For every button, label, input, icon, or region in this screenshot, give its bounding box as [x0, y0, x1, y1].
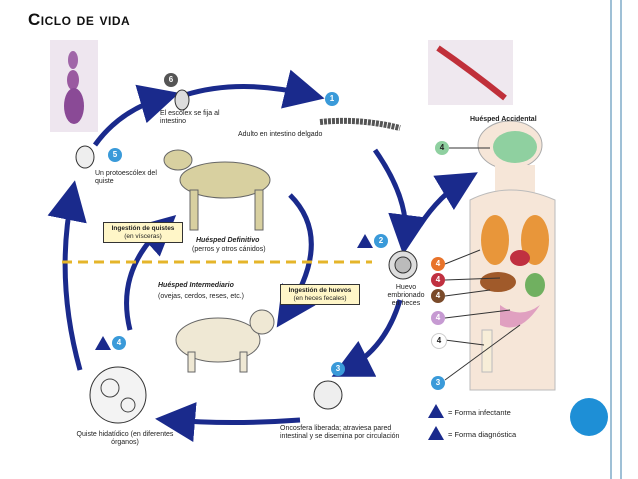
egg-ingestion-sub: (en heces fecales) [293, 294, 347, 302]
human-body-drawing [469, 120, 556, 391]
adult-worm-drawing [319, 117, 401, 131]
adult-label: Adulto en intestino delgado [238, 131, 323, 138]
egg-ingestion-box: Ingestión de huevos (en heces fecales) [280, 284, 360, 305]
egg-label: Huevo embrionado en heces [387, 284, 425, 307]
step-6-badge: 6 [164, 73, 178, 87]
step4-left-triangle-icon [95, 336, 111, 350]
organ-4-intestine: 4 [431, 311, 445, 325]
right-divider-line-2 [620, 0, 622, 479]
infective-triangle-icon [428, 404, 444, 418]
step-3-badge: 3 [331, 362, 345, 376]
scolex-label: El escólex se fija al intestino [160, 110, 220, 125]
hydatid-label: Quiste hidatídico (en diferentes órganos… [76, 431, 174, 446]
egg-ingestion-title: Ingestión de huevos [288, 287, 352, 294]
arrow-egg-to-3 [331, 299, 403, 377]
step-2-badge: 2 [374, 234, 388, 248]
intermediate-host-title: Huésped Intermediario [158, 282, 234, 289]
protoscolex-label: Un protoescólex del quiste [95, 170, 157, 185]
arrow-to-accidental [417, 172, 478, 227]
arrow-1-to-egg [372, 148, 428, 255]
accidental-worm-image [428, 40, 513, 105]
accidental-host-label: Huésped Accidental [470, 116, 537, 123]
intermediate-host-sub: (ovejas, cerdos, reses, etc.) [158, 293, 244, 300]
oncosphere-drawing [313, 380, 343, 410]
cyst-ingestion-box: Ingestión de quistes (en vísceras) [103, 222, 183, 243]
organ-4-heart: 4 [431, 273, 445, 287]
step-4-badge: 4 [112, 336, 126, 350]
diagnostic-triangle-icon [428, 426, 444, 440]
sheep-drawing [175, 309, 275, 373]
tapeworm-image [50, 40, 98, 132]
legend-diagnostic: = Forma diagnóstica [448, 430, 517, 439]
scolex-drawing [174, 89, 190, 111]
definitive-host-sub: (perros y otros cánidos) [192, 246, 266, 253]
oncosphere-label: Oncosfera liberada; atraviesa pared inte… [280, 425, 400, 440]
arrow-5-to-6 [92, 84, 180, 147]
hydatid-cyst-drawing [89, 366, 147, 424]
dog-drawing [163, 149, 271, 231]
organ-3-badge: 3 [431, 376, 445, 390]
arrow-3-to-hydatid [155, 402, 301, 443]
step-5-badge: 5 [108, 148, 122, 162]
organ-4-brain: 4 [435, 141, 449, 155]
cyst-ingestion-sub: (en vísceras) [124, 232, 162, 240]
definitive-host-title: Huésped Definitivo [196, 237, 260, 244]
step2-triangle-icon [357, 234, 373, 248]
organ-4-bone: 4 [431, 333, 447, 349]
page-title: Ciclo de vida [28, 10, 131, 29]
step-1-badge: 1 [325, 92, 339, 106]
organ-4-lung: 4 [431, 257, 445, 271]
cyst-ingestion-title: Ingestión de quistes [111, 225, 175, 232]
arrow-6-to-1 [184, 69, 325, 109]
arrow-hydatid-to-5 [47, 180, 87, 371]
protoscolex-drawing [75, 145, 95, 169]
legend-infective: = Forma infectante [448, 408, 511, 417]
organ-4-liver: 4 [431, 289, 445, 303]
decorative-circle [570, 398, 608, 436]
right-divider-line [610, 0, 612, 479]
